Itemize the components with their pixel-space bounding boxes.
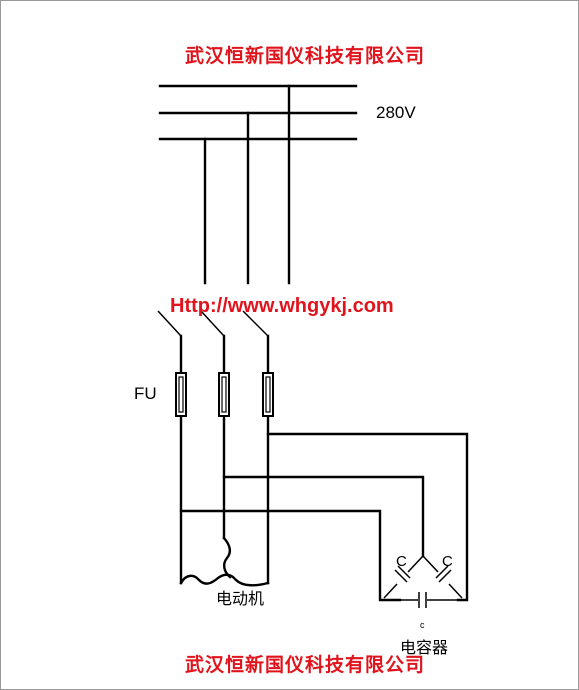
supply-drops bbox=[203, 84, 291, 285]
cap-right-label: C bbox=[442, 553, 453, 570]
fuse-c-element bbox=[265, 376, 271, 413]
fuse-b-element bbox=[221, 376, 227, 413]
header-company-title: 武汉恒新国仪科技有限公司 bbox=[185, 44, 425, 67]
switch-blade-c bbox=[242, 310, 269, 337]
motor-label: 电动机 bbox=[216, 589, 264, 608]
website-url: Http://www.whgykj.com bbox=[170, 295, 394, 317]
cap-left-lead-top bbox=[407, 555, 424, 573]
feed-b bbox=[222, 475, 425, 558]
fuse-a-element bbox=[178, 376, 184, 413]
cap-right-plate-1 bbox=[435, 565, 449, 579]
fuses bbox=[175, 372, 274, 417]
cap-left-lead-bottom bbox=[383, 583, 398, 599]
feed-c bbox=[266, 432, 469, 602]
supply-bus bbox=[158, 84, 358, 141]
feed-a bbox=[179, 509, 402, 602]
fuse-a bbox=[175, 372, 187, 417]
cap-left-plate-1 bbox=[397, 565, 411, 579]
capacitor-label: 电容器 bbox=[400, 638, 448, 657]
fuse-b bbox=[218, 372, 230, 417]
capacitor-feeds bbox=[179, 432, 469, 602]
fuse-c bbox=[262, 372, 274, 417]
fuse-label: FU bbox=[134, 384, 157, 403]
motor-winding-b bbox=[222, 536, 232, 579]
cap-right-lead-bottom bbox=[448, 583, 463, 599]
cap-left-plate-2 bbox=[394, 569, 408, 583]
capacitor-bank bbox=[383, 555, 463, 608]
switch-blade-a bbox=[157, 310, 182, 337]
cap-right-plate-2 bbox=[438, 569, 452, 583]
motor-outline bbox=[179, 573, 270, 587]
cap-bottom-label: c bbox=[420, 620, 425, 630]
knife-switch bbox=[157, 310, 269, 337]
cap-right-lead-top bbox=[422, 555, 439, 573]
supply-voltage-label: 280V bbox=[376, 103, 416, 122]
cap-left-label: C bbox=[396, 553, 407, 570]
switch-blade-b bbox=[200, 310, 225, 337]
footer-company-title: 武汉恒新国仪科技有限公司 bbox=[185, 653, 425, 676]
